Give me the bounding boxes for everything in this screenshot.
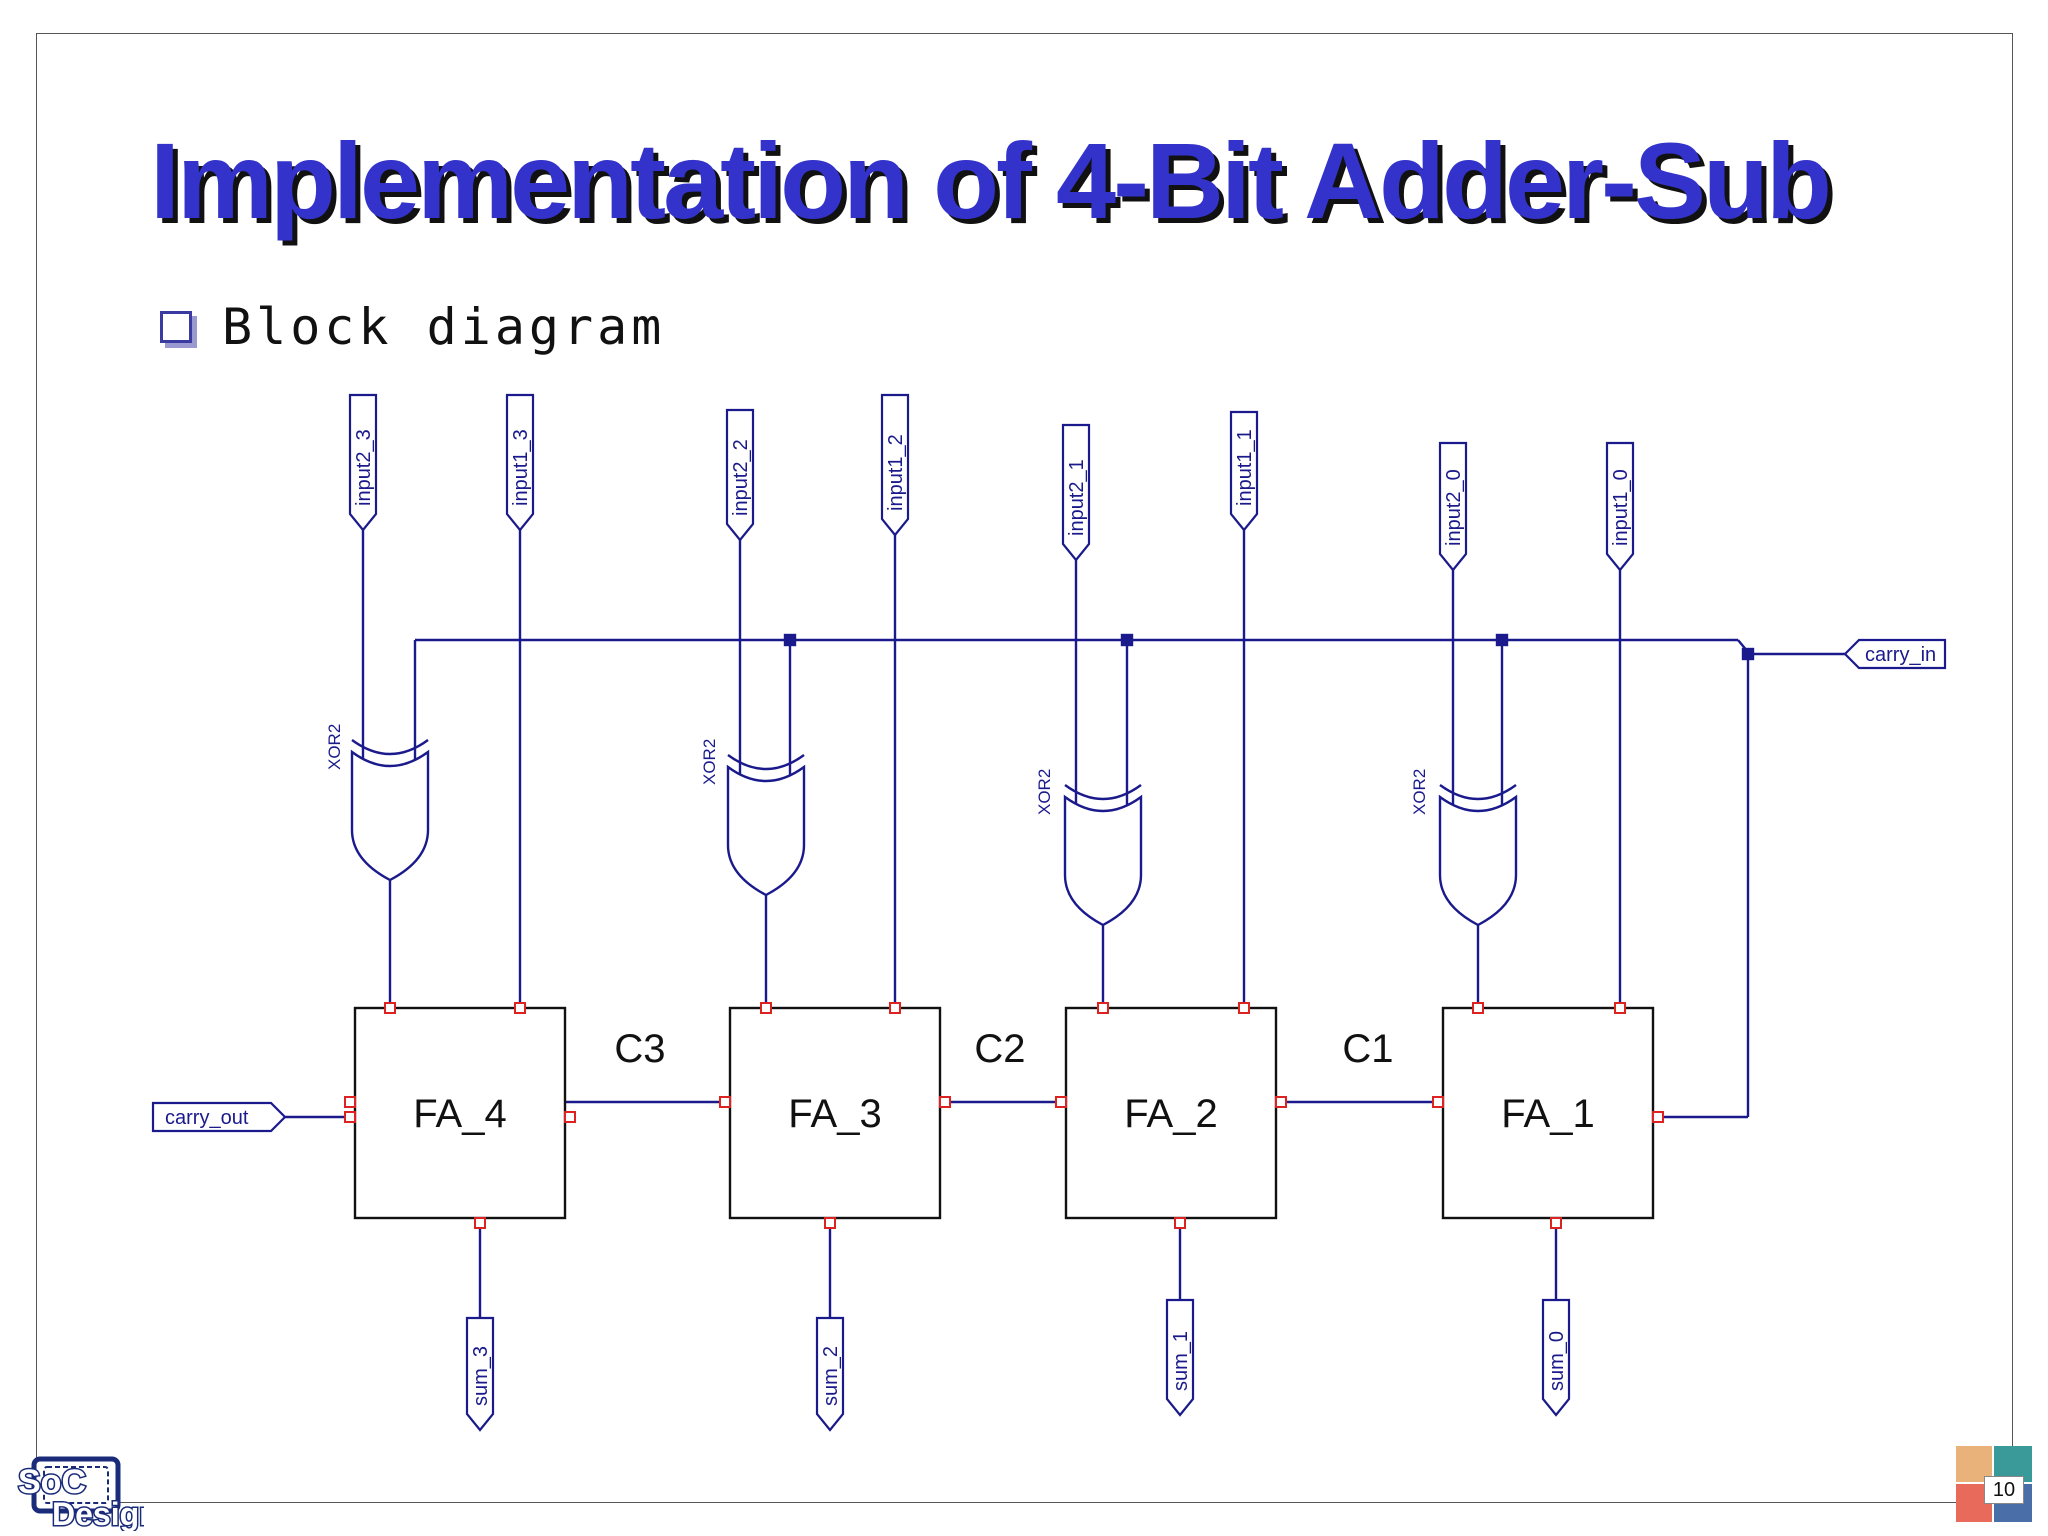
input-port-input1-3: input1_3 [505,393,535,532]
block-label: FA_4 [413,1092,506,1136]
carry-label: C3 [614,1027,665,1071]
full-adder-block: FA_1 [1441,1006,1655,1220]
pin-marker [1614,1002,1626,1014]
port-label: input2_1 [1066,459,1088,536]
carry-label: C1 [1342,1027,1393,1071]
xor-gate: XOR2 [1035,769,1143,927]
pin-marker [384,1002,396,1014]
output-port-sum-3: sum_3 [465,1316,495,1432]
pin-marker [564,1111,576,1123]
pin-marker [1652,1111,1664,1123]
pin-marker [1174,1217,1186,1229]
input-port-input1-1: input1_1 [1229,410,1259,532]
pin-marker [1097,1002,1109,1014]
full-adder-block: FA_3 [728,1006,942,1220]
xor-gate: XOR2 [1410,769,1518,927]
gate-label: XOR2 [1035,769,1054,815]
port-label: input1_1 [1234,429,1256,506]
port-label: sum_1 [1170,1331,1192,1391]
gate-label: XOR2 [325,724,344,770]
port-label: carry_out [165,1107,249,1129]
input-port-input2-0: input2_0 [1438,441,1468,572]
pin-marker [514,1002,526,1014]
pin-marker [1055,1096,1067,1108]
port-label: sum_3 [470,1346,492,1406]
svg-text:Design: Design [52,1496,144,1531]
pin-marker [1550,1217,1562,1229]
block-label: FA_2 [1124,1092,1217,1136]
pin-marker [474,1217,486,1229]
port-label: input2_0 [1443,469,1465,546]
bullet-item: Block diagram [160,298,665,356]
port-label: input1_3 [510,429,532,506]
svg-text:SoC: SoC [18,1463,86,1501]
input-port-input1-0: input1_0 [1605,441,1635,572]
gate-label: XOR2 [700,739,719,785]
port-label: carry_in [1865,644,1936,666]
carry-in-port: carry_in [1843,638,1947,670]
footer-line [36,1502,1966,1503]
pin-marker [1238,1002,1250,1014]
page-number: 10 [1984,1476,2024,1504]
output-port-sum-0: sum_0 [1541,1298,1571,1417]
port-label: input2_2 [730,439,752,516]
xor-gate: XOR2 [700,739,806,897]
full-adder-block: FA_4 [353,1006,567,1220]
square-bullet-icon [160,311,192,343]
port-label: input1_0 [1610,469,1632,546]
pin-marker [1275,1096,1287,1108]
carry-label: C2 [974,1027,1025,1071]
gate-label: XOR2 [1410,769,1429,815]
bullet-text: Block diagram [222,298,666,356]
slide-title: Implementation of 4-Bit Adder-Sub [150,120,1832,241]
block-label: FA_3 [788,1092,881,1136]
carry-out-port: carry_out [151,1101,287,1133]
block-label: FA_1 [1501,1092,1594,1136]
pin-marker [889,1002,901,1014]
port-label: input1_2 [885,434,907,511]
pin-marker [1472,1002,1484,1014]
pin-marker [760,1002,772,1014]
pin-marker [344,1111,356,1123]
output-port-sum-1: sum_1 [1165,1298,1195,1417]
xor-gate: XOR2 [325,724,430,882]
soc-design-logo: SoC Design [17,1456,144,1531]
output-port-sum-2: sum_2 [815,1316,845,1432]
input-port-input2-1: input2_1 [1061,423,1091,562]
full-adder-block: FA_2 [1064,1006,1278,1220]
pin-marker [719,1096,731,1108]
input-port-input1-2: input1_2 [880,393,910,537]
pin-marker [824,1217,836,1229]
port-label: sum_2 [820,1346,842,1406]
input-port-input2-3: input2_3 [348,393,378,532]
pin-marker [344,1096,356,1108]
port-label: input2_3 [353,429,375,506]
pin-marker [1432,1096,1444,1108]
pin-marker [939,1096,951,1108]
port-label: sum_0 [1546,1331,1568,1391]
input-port-input2-2: input2_2 [725,408,755,542]
